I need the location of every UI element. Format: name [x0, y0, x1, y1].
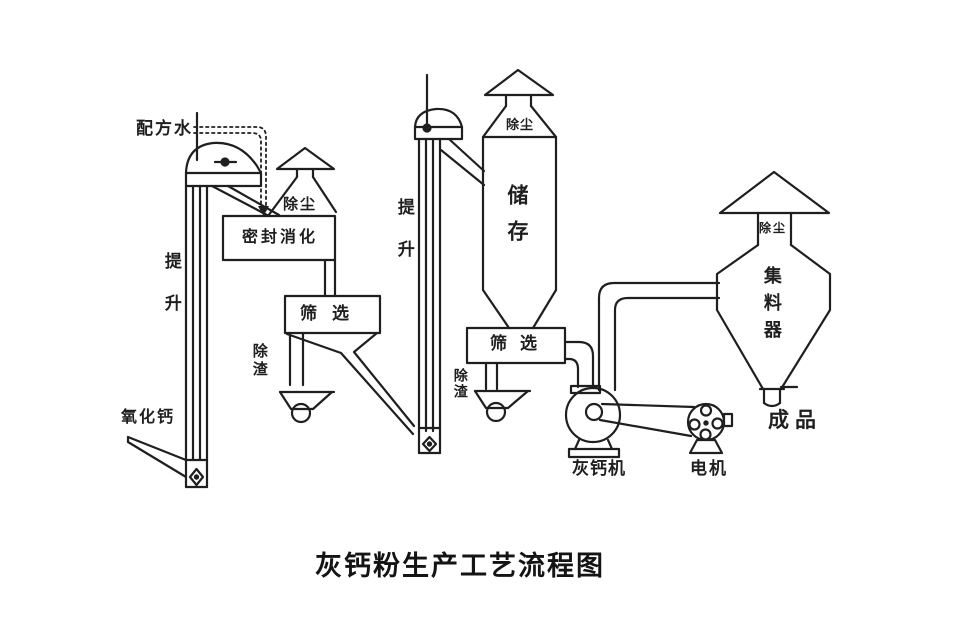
label-lime-mill: 灰钙机	[572, 459, 626, 478]
label-storage-silo: 储存	[505, 184, 529, 256]
screen-2-slag-pipe-shape	[484, 361, 499, 391]
motor-shape	[686, 402, 734, 455]
digester-dust-hood-shape	[266, 146, 338, 218]
label-calcium-oxide: 氧化钙	[121, 409, 176, 426]
digester-box-shape	[221, 214, 337, 262]
lime-mill-shape	[564, 386, 622, 459]
label-digester: 密封消化	[242, 229, 319, 246]
label-dust-vent-storage: 除尘	[506, 117, 535, 132]
label-screen-2: 筛选	[490, 334, 550, 353]
label-motor: 电机	[690, 459, 728, 478]
screen-1-box-shape	[283, 294, 382, 335]
diagram-title: 灰钙粉生产工艺流程图	[315, 551, 605, 581]
slag-cart-1-shape	[278, 390, 336, 424]
label-collector: 集料器	[761, 266, 782, 347]
drive-belt-shape	[598, 402, 696, 438]
screen-1-discharge-chute-shape	[285, 331, 416, 436]
bucket-elevator-2-shape	[413, 73, 486, 455]
bucket-elevator-1-shape	[184, 111, 281, 489]
label-elevator-middle: 提升	[394, 198, 414, 282]
formula-water-arrowhead	[258, 206, 269, 216]
label-dust-vent-digester: 除尘	[283, 196, 318, 213]
label-finished-product: 成品	[768, 409, 822, 432]
screen-2-box-shape	[465, 326, 567, 365]
collector-shape	[715, 170, 832, 408]
label-formula-water: 配方水	[136, 119, 193, 138]
calcium-oxide-chute-shape	[126, 435, 188, 479]
label-dust-vent-collector: 除尘	[759, 221, 788, 235]
label-slag-out-2: 除渣	[452, 368, 469, 400]
label-slag-out-1: 除渣	[250, 343, 268, 379]
label-elevator-left: 提升	[161, 252, 181, 336]
digester-outlet-pipe-shape	[323, 258, 337, 298]
screen-2-to-mill-pipe-shape	[563, 340, 602, 395]
screen-1-slag-pipe-shape	[288, 331, 305, 387]
formula-water-dotted-line	[193, 126, 267, 211]
label-screen-1: 筛选	[300, 304, 364, 323]
mill-to-collector-pipe-shape	[597, 281, 721, 392]
storage-silo-shape	[481, 68, 558, 330]
slag-cart-2-shape	[473, 389, 532, 423]
